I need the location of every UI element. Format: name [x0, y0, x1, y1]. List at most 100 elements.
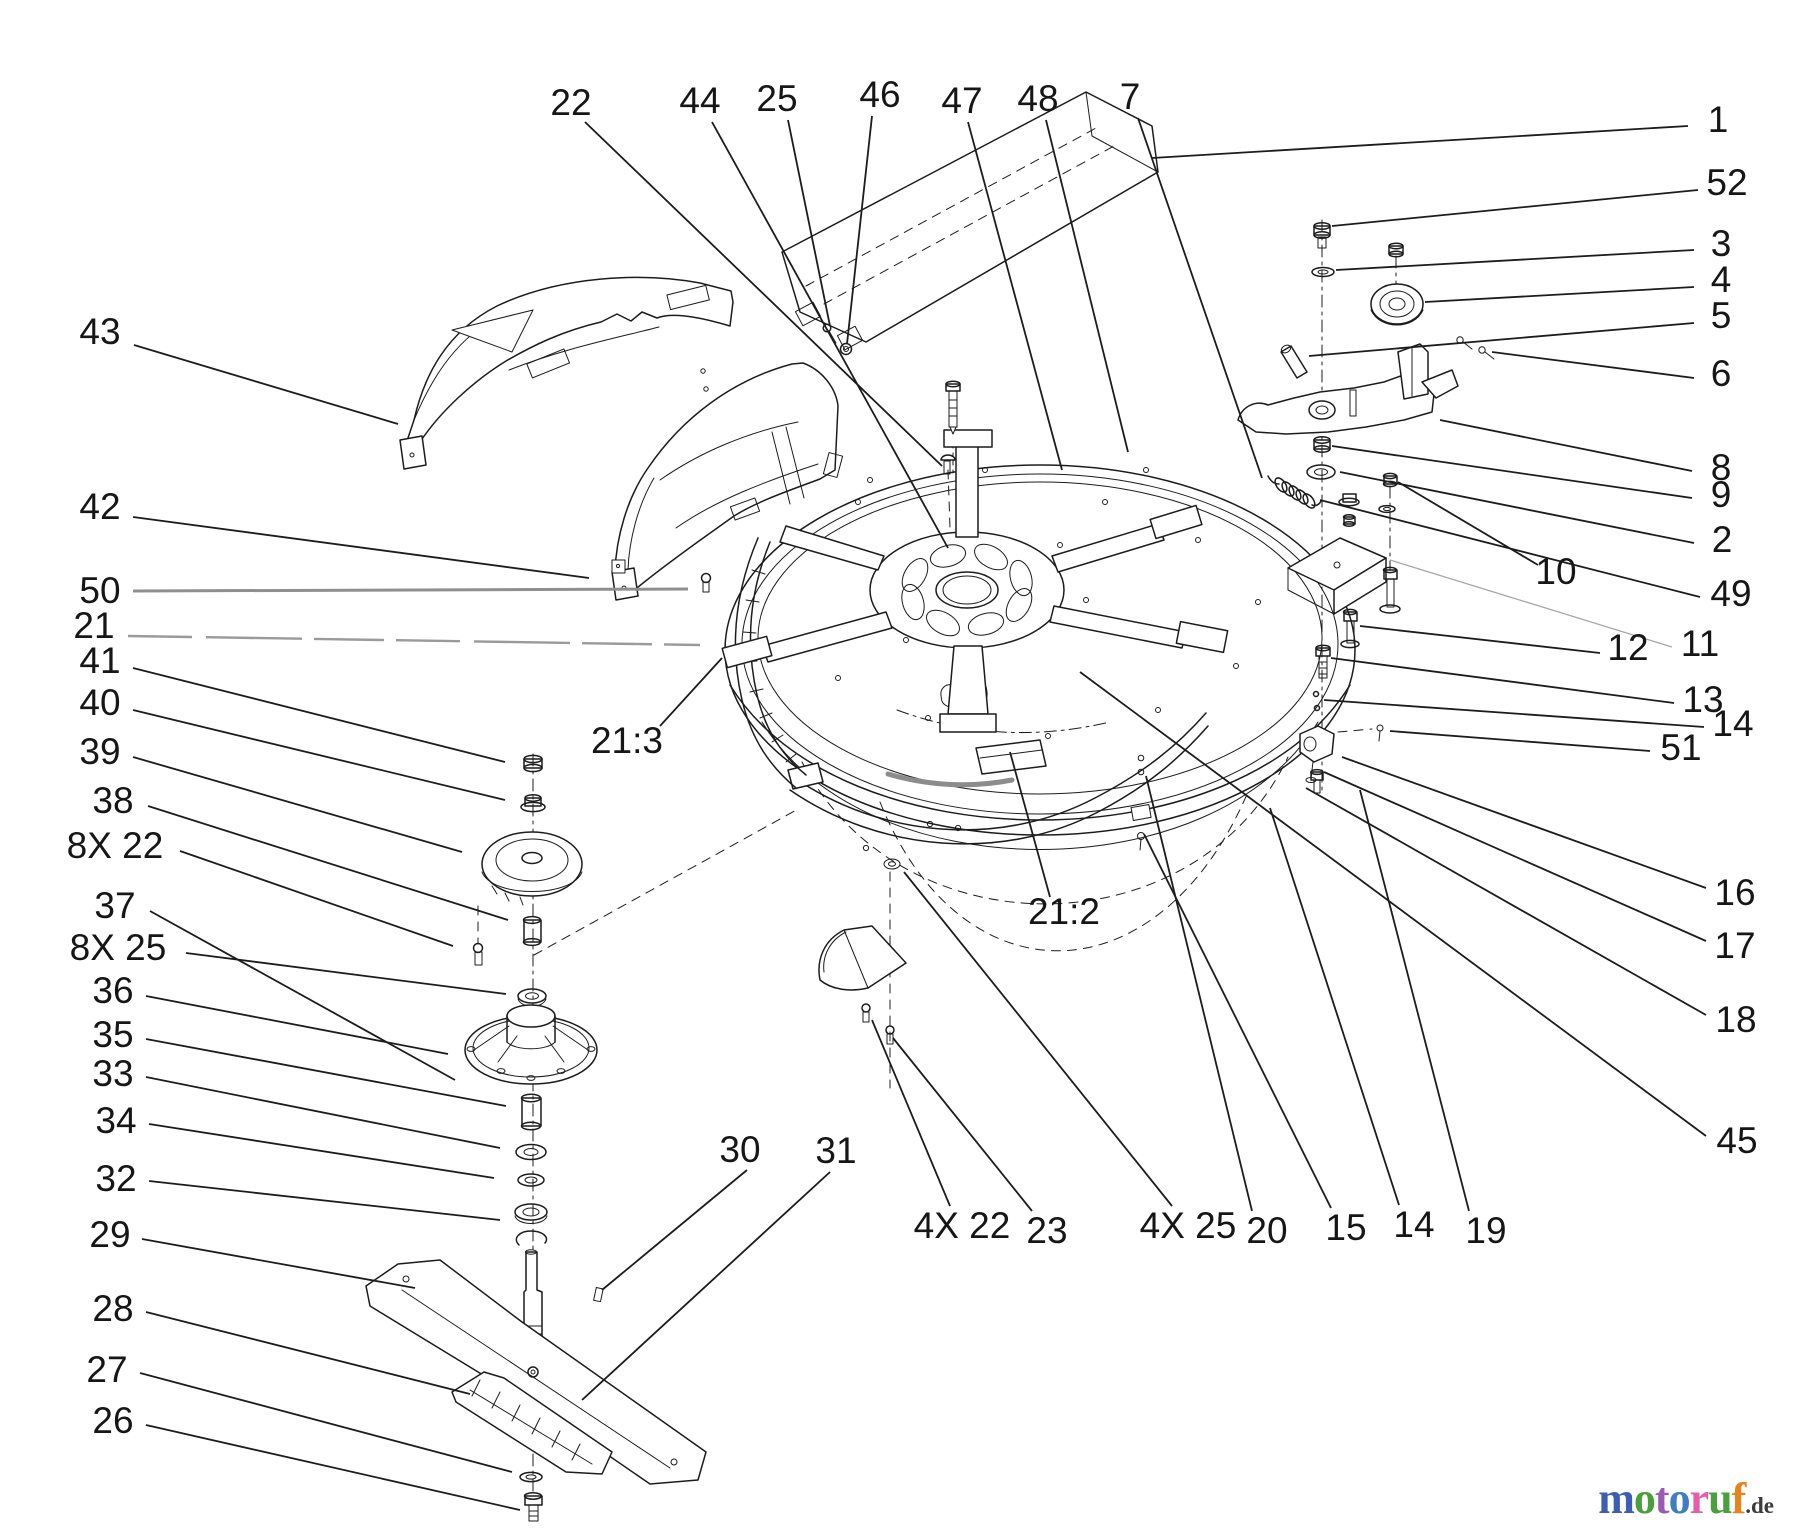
leader-43: [133, 344, 399, 425]
callout-20: 20: [1246, 1210, 1287, 1251]
idler-pulley-4: [1370, 283, 1424, 326]
logo-letter-o: o: [1668, 1474, 1691, 1523]
deck-rivets: [700, 368, 709, 392]
leader-13: [1330, 657, 1675, 704]
screw-50: [700, 572, 712, 593]
spacer-38: [522, 915, 542, 947]
leader-41: [132, 667, 506, 763]
logo-letter-r: r: [1689, 1474, 1710, 1523]
leader-8X 25: [185, 952, 507, 995]
callout-11: 11: [1681, 623, 1719, 664]
key-30: [593, 1287, 604, 1303]
leader-28: [145, 1311, 471, 1395]
logo-letter-u: u: [1708, 1474, 1733, 1523]
washer-27: [519, 1471, 543, 1483]
callout-8: 8: [1711, 447, 1732, 488]
spacer-35: [520, 1093, 542, 1131]
bolt-13: [1315, 644, 1331, 679]
leader-11: [1389, 559, 1673, 648]
blade-29: [365, 1259, 707, 1485]
callout-17: 17: [1714, 925, 1755, 966]
blade-accelerator-28: [451, 1371, 613, 1475]
leader-4: [1424, 286, 1695, 303]
discharge-chute: [781, 91, 1159, 351]
callout-2: 2: [1712, 519, 1733, 560]
callout-37: 37: [94, 885, 135, 926]
leader-47: [967, 121, 1063, 471]
leader-32: [148, 1180, 501, 1221]
nut-9: [1313, 436, 1331, 453]
callout-19: 19: [1465, 1210, 1506, 1251]
leader-9: [1331, 445, 1693, 499]
pin-5: [1280, 344, 1308, 379]
leader-21:3: [659, 657, 723, 727]
leader-45: [1079, 671, 1707, 1137]
callout-51: 51: [1660, 727, 1701, 768]
callout-49: 49: [1710, 573, 1751, 614]
callout-29: 29: [89, 1214, 130, 1255]
motoruf-logo-letters: motoruf: [1598, 1474, 1746, 1523]
callout-25: 25: [756, 78, 797, 119]
callout-5: 5: [1711, 295, 1732, 336]
callout-27: 27: [86, 1349, 127, 1390]
deck-shell: [721, 429, 1356, 952]
bolt-52: [1313, 222, 1331, 249]
callout-1: 1: [1708, 99, 1729, 140]
leader-48: [1045, 119, 1129, 453]
callout-14: 14: [1712, 703, 1753, 744]
callout-40: 40: [79, 682, 120, 723]
leader-12: [1359, 625, 1601, 654]
leader-52: [1331, 189, 1699, 227]
leader-20: [1145, 775, 1253, 1212]
callout-21:2: 21:2: [1028, 891, 1100, 932]
snap-ring: [515, 1230, 548, 1246]
leader-14: [1323, 699, 1705, 728]
washer-2: [1306, 464, 1336, 480]
leader-38: [147, 805, 509, 921]
callout-21: 21: [73, 605, 114, 646]
bearing-32: [514, 1203, 548, 1224]
callout-45: 45: [1716, 1120, 1757, 1161]
leader-26: [145, 1424, 521, 1511]
callout-8X 22: 8X 22: [67, 825, 164, 866]
leader-5: [1308, 322, 1695, 357]
callout-35: 35: [92, 1014, 133, 1055]
leader-35: [145, 1038, 507, 1107]
callout-50: 50: [79, 570, 120, 611]
leader-42: [132, 516, 590, 579]
leader-50: [132, 587, 689, 593]
belt-cover-43: [399, 276, 734, 470]
deck-holes: [835, 467, 1261, 739]
leader-21: [127, 634, 701, 647]
leader-19: [1359, 789, 1470, 1212]
logo-letter-o: o: [1633, 1474, 1656, 1523]
leader-37: [149, 910, 456, 1081]
screw-44: [945, 380, 961, 435]
callout-15: 15: [1325, 1207, 1366, 1248]
leader-40: [132, 709, 506, 801]
flange-nut-40: [520, 794, 546, 813]
callout-26: 26: [92, 1400, 133, 1441]
leader-16: [1341, 756, 1707, 889]
latch-51: [1299, 724, 1384, 783]
leader-14: [1269, 807, 1400, 1206]
bracket-plate-11: [1287, 537, 1387, 615]
bolt-22-upper: [940, 454, 956, 475]
callout-8X 25: 8X 25: [70, 927, 167, 968]
clip-fastener: [611, 559, 626, 574]
callout-22: 22: [550, 82, 591, 123]
callout-16: 16: [1714, 872, 1755, 913]
leader-10: [1397, 481, 1539, 566]
washer-3: [1311, 266, 1335, 278]
callout-4X 25: 4X 25: [1140, 1205, 1237, 1246]
leader-22: [584, 121, 943, 467]
callout-46: 46: [859, 74, 900, 115]
callout-30: 30: [719, 1129, 760, 1170]
nut-small: [1342, 514, 1356, 527]
leader-51: [1389, 730, 1651, 752]
nut-10: [1382, 472, 1398, 488]
leader-6: [1491, 351, 1695, 379]
